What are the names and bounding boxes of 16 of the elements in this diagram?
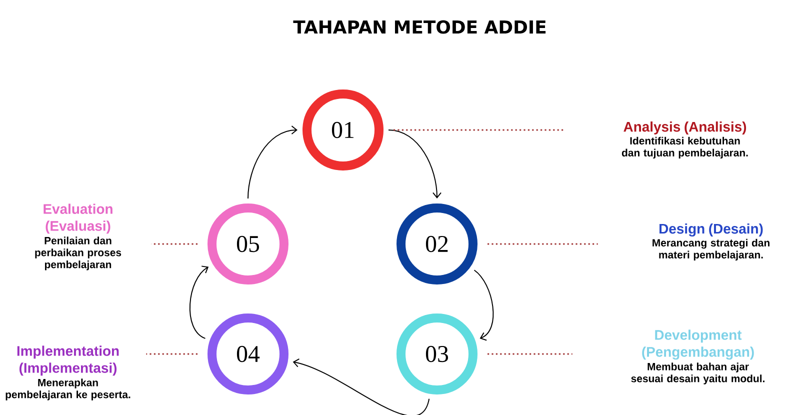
leader-line [146, 353, 198, 355]
title: TAHAPAN METODE ADDIE [293, 20, 546, 34]
arrow [292, 358, 430, 415]
arrow [388, 130, 442, 198]
step-description: Analysis (Analisis) Identifikasi kebutuhan dan tujuan pembelajaran. [622, 121, 748, 159]
step-description: Evaluation (Evaluasi) Penilaian dan perbaikan proses pembelajaran [35, 204, 122, 270]
arrow [474, 270, 494, 341]
arrow [248, 126, 298, 199]
leader-line [151, 243, 198, 245]
step-description: Development (Pengembangan) Membuat bahan ajar sesuai desain yaitu modul. [631, 330, 764, 384]
step-description: Implementation (Implementasi) Menerapkan pembelajaran ke peserta. [6, 346, 130, 400]
leader-line [488, 243, 598, 245]
leader-line [394, 129, 564, 131]
leader-line [488, 353, 572, 355]
step-description: Design (Desain) Merancang strategi dan materi pembelajaran. [652, 223, 770, 261]
arrow [190, 266, 209, 339]
